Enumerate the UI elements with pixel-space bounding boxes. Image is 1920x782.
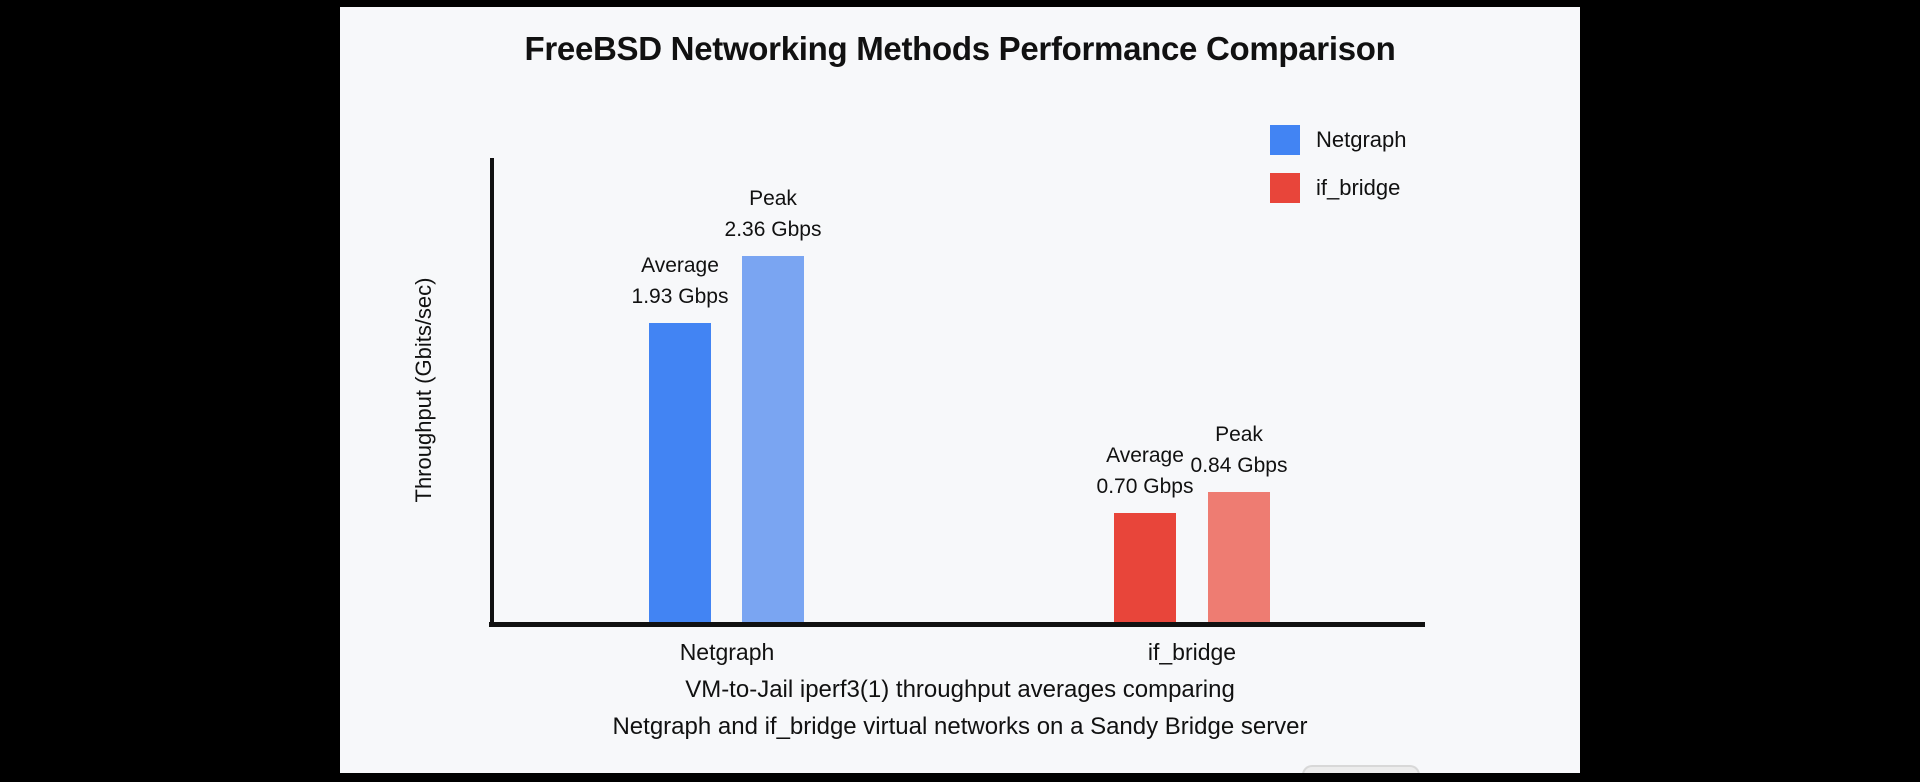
bar-kind-label: Average xyxy=(641,254,719,277)
legend-item-netgraph: Netgraph xyxy=(1270,125,1407,155)
bar-value-label: 0.84 Gbps xyxy=(1190,454,1288,477)
bar-netgraph-peak: Peak 2.36 Gbps xyxy=(725,187,821,622)
bar-kind-label: Average xyxy=(1106,444,1184,467)
x-tick-if-bridge: if_bridge xyxy=(1147,639,1237,665)
bar-value-label: 1.93 Gbps xyxy=(631,285,729,308)
x-tick-netgraph: Netgraph xyxy=(679,639,775,665)
x-axis-line xyxy=(489,622,1425,627)
netgraph-legend-swatch xyxy=(1270,125,1300,155)
caption-line-2: Netgraph and if_bridge virtual networks … xyxy=(612,713,1308,740)
bar-label-netgraph-average: Average 1.93 Gbps xyxy=(585,250,775,312)
bar-label-if-bridge-peak: Peak 0.84 Gbps xyxy=(1144,419,1334,481)
chart-title: FreeBSD Networking Methods Performance C… xyxy=(524,30,1396,67)
caption-line-1: VM-to-Jail iperf3(1) throughput averages… xyxy=(685,676,1235,703)
bar-label-netgraph-peak: Peak 2.36 Gbps xyxy=(678,183,868,245)
bar-value-label: 0.70 Gbps xyxy=(1096,475,1194,498)
chart-caption: VM-to-Jail iperf3(1) throughput averages… xyxy=(340,671,1580,745)
if-bridge-legend-label: if_bridge xyxy=(1316,175,1401,200)
bar-value-label: 2.36 Gbps xyxy=(724,218,822,241)
bar-kind-label: Peak xyxy=(749,187,797,210)
cropped-bottom-button[interactable] xyxy=(1302,765,1420,773)
bar-netgraph-average: Average 1.93 Gbps xyxy=(632,254,728,622)
bar-label-if-bridge-average: Average 0.70 Gbps xyxy=(1050,440,1240,502)
y-axis-label: Throughput (Gbits/sec) xyxy=(411,277,436,503)
bar-kind-label: Peak xyxy=(1215,423,1263,446)
netgraph-legend-label: Netgraph xyxy=(1316,127,1407,152)
chart-canvas: FreeBSD Networking Methods Performance C… xyxy=(340,7,1580,773)
y-axis-line xyxy=(490,158,494,626)
legend-item-if-bridge: if_bridge xyxy=(1270,173,1407,203)
bar-if-bridge-average: Average 0.70 Gbps xyxy=(1097,444,1193,622)
if-bridge-legend-swatch xyxy=(1270,173,1300,203)
bar-if-bridge-peak: Peak 0.84 Gbps xyxy=(1191,423,1287,622)
legend: Netgraph if_bridge xyxy=(1270,125,1407,203)
